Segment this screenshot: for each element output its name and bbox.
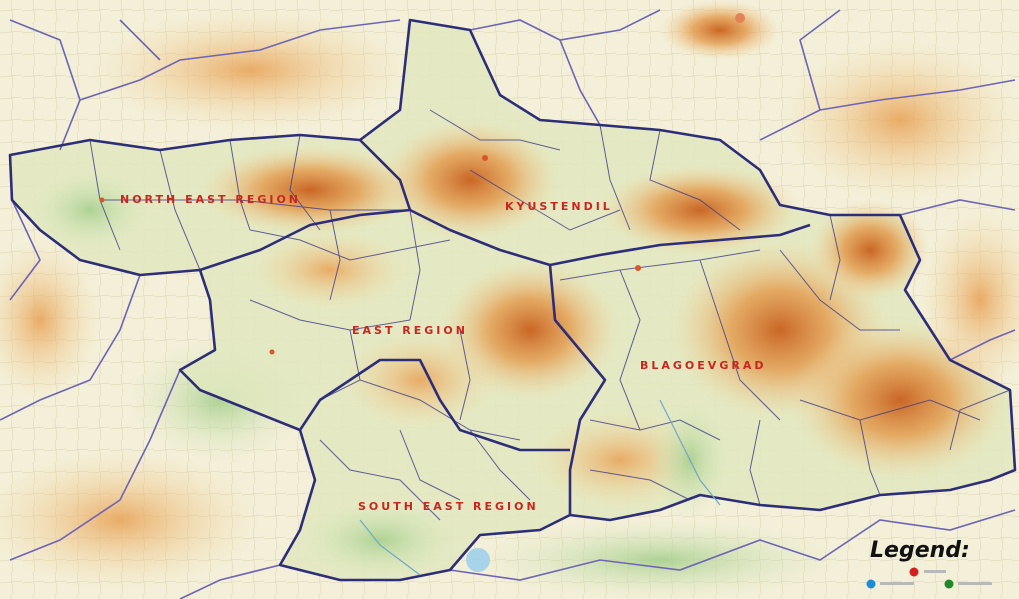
legend-marker-blue <box>866 579 876 589</box>
boundary-kyustendil-blagoevgrad <box>549 223 811 267</box>
legend-title: Legend: <box>870 538 970 563</box>
legend-label-placeholder <box>880 582 914 585</box>
region-label-east: EAST REGION <box>352 324 468 337</box>
city-markers <box>99 13 745 355</box>
city-marker <box>482 155 488 161</box>
legend-label-placeholder <box>958 582 992 585</box>
legend-label-placeholder <box>924 570 946 573</box>
boundary-ne-east <box>199 208 411 272</box>
region-label-kyustendil: KYUSTENDIL <box>505 200 613 213</box>
lake-marker <box>466 548 490 572</box>
legend: Legend: <box>866 538 992 589</box>
boundary-east-blagoevgrad <box>548 264 607 515</box>
city-marker <box>99 197 105 203</box>
legend-marker-red <box>909 567 919 577</box>
city-marker <box>735 13 745 23</box>
river <box>359 519 421 576</box>
region-label-north-east: NORTH EAST REGION <box>120 193 301 206</box>
city-marker <box>635 265 641 271</box>
river <box>659 399 721 506</box>
study-area-outline <box>8 18 1017 582</box>
neighbour-boundaries <box>0 9 1016 599</box>
boundary-ne-kyustendil <box>359 139 551 267</box>
municipal-boundaries <box>89 109 1011 521</box>
boundary-east-southeast <box>298 358 570 452</box>
region-boundaries <box>8 18 1017 582</box>
region-label-south-east: SOUTH EAST REGION <box>358 500 539 513</box>
region-label-blagoevgrad: BLAGOEVGRAD <box>640 359 766 372</box>
city-marker <box>269 349 275 355</box>
legend-marker-green <box>944 579 954 589</box>
